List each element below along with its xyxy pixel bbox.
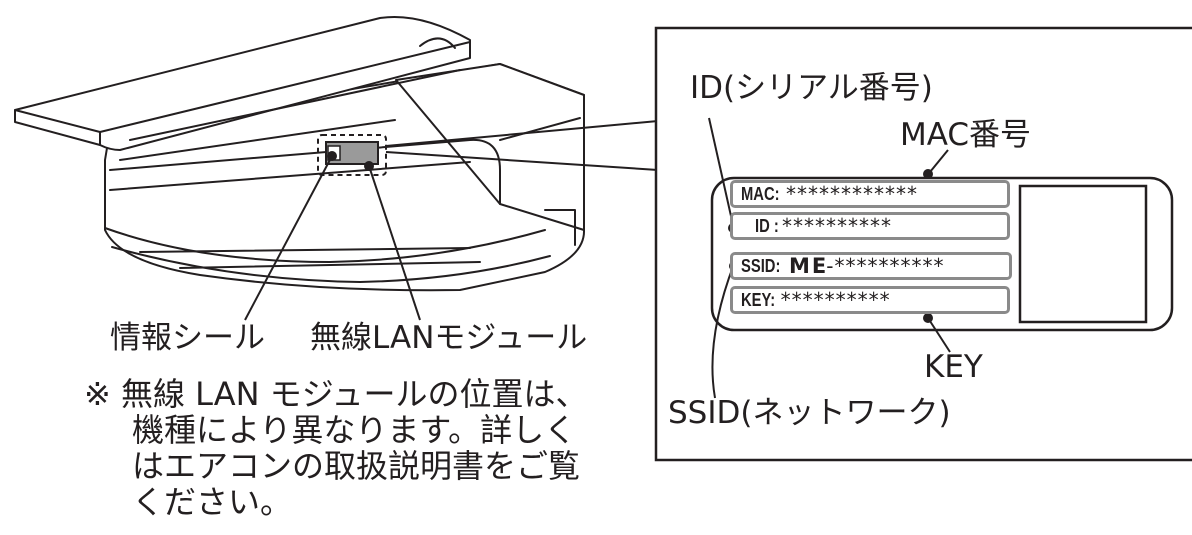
label-wireless-module: 無線LANモジュール — [310, 320, 588, 356]
seal-field-key: KEY: ********** — [730, 286, 1010, 314]
id-field-value: ********** — [782, 214, 892, 238]
note-text: ※ 無線 LAN モジュールの位置は、 機種により異なります。詳しく はエアコン… — [84, 376, 587, 520]
air-conditioner-illustration — [14, 15, 586, 292]
mac-field-label: MAC: — [741, 183, 780, 204]
seal-field-mac: MAC: ************ — [730, 180, 1010, 208]
module-dashed-area — [317, 134, 387, 176]
note-line-4: ください。 — [132, 483, 293, 521]
seal-field-id: ID : ********** — [730, 212, 1010, 240]
label-ssid-network: SSID(ネットワーク) — [668, 395, 951, 431]
seal-blank-area — [1018, 184, 1148, 324]
key-field-value: ********** — [780, 288, 891, 312]
mac-field-value: ************ — [786, 182, 918, 206]
ssid-field-label: SSID: — [741, 255, 781, 276]
note-line-2: 機種により異なります。詳しく — [132, 411, 577, 449]
ssid-field-value: -********** — [826, 254, 945, 278]
label-info-seal: 情報シール — [110, 320, 265, 356]
label-mac-number: MAC番号 — [900, 117, 1032, 153]
ssid-field-prefix: ME — [789, 254, 829, 278]
key-field-label: KEY: — [741, 289, 776, 310]
label-key: KEY — [924, 349, 983, 385]
seal-field-ssid: SSID: ME -********** — [730, 252, 1012, 280]
id-field-label: ID : — [755, 215, 779, 236]
note-line-1: 無線 LAN モジュールの位置は、 — [120, 375, 588, 413]
label-id-serial: ID(シリアル番号) — [690, 70, 933, 106]
note-mark: ※ — [84, 375, 111, 413]
note-line-3: はエアコンの取扱説明書をご覧 — [132, 447, 581, 485]
